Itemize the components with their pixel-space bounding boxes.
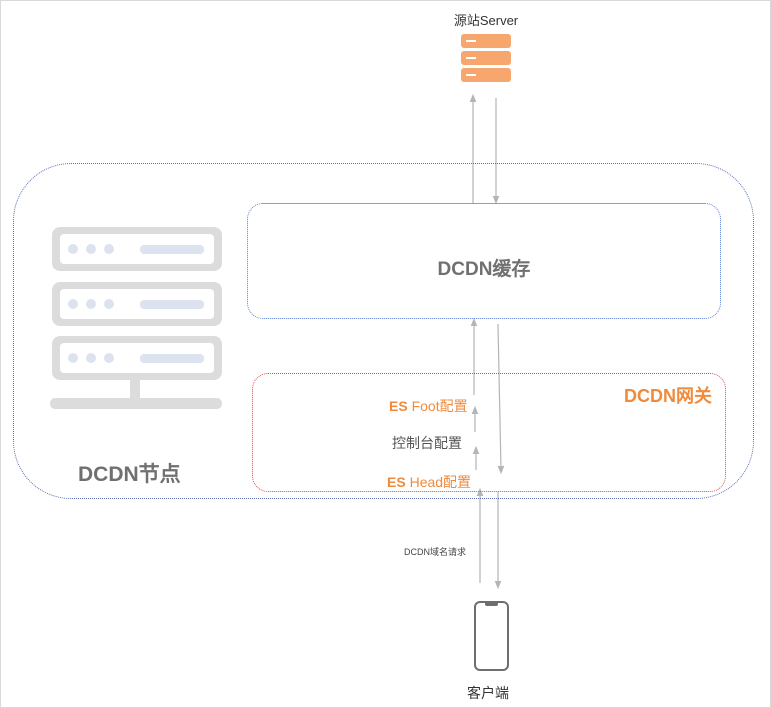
server-rack-icon	[50, 227, 222, 409]
dcdn-gateway-box	[252, 373, 726, 492]
dcdn-node-boundary	[13, 163, 754, 499]
arrow-cache-to-gateway	[497, 323, 505, 475]
origin-server-label: 源站Server	[453, 13, 519, 28]
es-head-config-label: ES Head配置	[387, 474, 472, 490]
console-config-label: 控制台配置	[392, 435, 462, 451]
dcdn-cache-box	[247, 203, 721, 319]
dcdn-cache-label: DCDN缓存	[437, 259, 531, 280]
dcdn-node-label: DCDN节点	[78, 463, 181, 486]
smartphone-icon	[474, 601, 509, 671]
es-foot-config-label: ES Foot配置	[389, 398, 468, 414]
client-label: 客户端	[467, 685, 509, 701]
dcdn-gateway-label: DCDN网关	[624, 386, 712, 406]
domain-request-label: DCDN域名请求	[404, 547, 466, 557]
server-stack-icon	[461, 34, 511, 82]
